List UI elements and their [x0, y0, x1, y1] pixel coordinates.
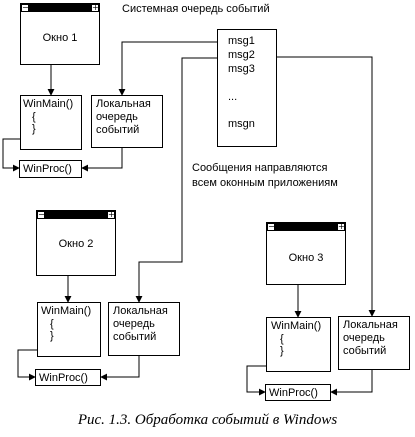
winmain-2-brace-close: } — [50, 330, 54, 342]
winproc-3-label: WinProc() — [269, 387, 318, 399]
arrow-winmain1-to-winproc1 — [2, 138, 20, 172]
arrow-msg2-to-localqueue2 — [135, 57, 217, 303]
winmain-1-brace-open: { — [32, 111, 36, 123]
window-1-titlebar — [21, 4, 99, 12]
local-queue-2-line-3: событий — [113, 331, 157, 343]
local-queue-3-line-3: событий — [343, 345, 387, 357]
maximize-icon: + — [337, 222, 345, 231]
local-queue-1-line-3: событий — [96, 124, 140, 136]
winmain-2-label: WinMain() — [41, 305, 92, 317]
arrow-msg3-to-localqueue3 — [277, 56, 376, 317]
arrow-localqueue2-to-winproc2 — [100, 356, 140, 381]
system-queue-title: Системная очередь событий — [122, 3, 270, 15]
winproc-1: WinProc() — [19, 160, 82, 178]
winmain-2-brace-open: { — [50, 318, 54, 330]
local-queue-2: Локальная очередь событий — [108, 302, 180, 356]
winmain-3-brace-close: } — [280, 345, 284, 357]
winproc-3: WinProc() — [265, 384, 331, 401]
queue-msg-3: msg3 — [228, 63, 255, 75]
minimize-icon: − — [267, 222, 275, 231]
local-queue-3-line-1: Локальная — [343, 319, 398, 331]
arrow-msg1-to-localqueue1 — [118, 41, 217, 96]
winmain-3-label: WinMain() — [271, 320, 322, 332]
minimize-icon: − — [21, 3, 29, 12]
window-1-label: Окно 1 — [42, 32, 78, 44]
queue-ellipsis: ... — [228, 91, 238, 103]
local-queue-1: Локальная очередь событий — [91, 95, 163, 148]
window-2-titlebar — [37, 211, 115, 219]
local-queue-3: Локальная очередь событий — [338, 316, 410, 370]
local-queue-2-line-2: очередь — [113, 318, 155, 330]
system-queue-box: msg1 msg2 msg3 ... msgn — [217, 29, 277, 147]
window-3: − + Окно 3 — [266, 222, 346, 285]
local-queue-1-line-2: очередь — [96, 111, 138, 123]
queue-msg-1: msg1 — [228, 35, 255, 47]
arrow-localqueue3-to-winproc3 — [330, 370, 373, 396]
winmain-1-label: WinMain() — [23, 98, 74, 110]
window-1: − + Окно 1 — [20, 3, 100, 65]
window-2-label: Окно 2 — [58, 238, 94, 250]
arrow-winmain3-to-winproc3 — [246, 365, 266, 396]
winmain-1-brace-close: } — [32, 123, 36, 135]
queue-msg-n: msgn — [228, 118, 255, 130]
note-line-1: Сообщения направляются — [192, 162, 328, 174]
winproc-2-label: WinProc() — [39, 372, 88, 384]
winmain-2: WinMain() { } — [37, 302, 101, 357]
window-3-label: Окно 3 — [288, 252, 324, 264]
note-line-2: всем оконным приложениям — [192, 177, 338, 189]
winmain-1: WinMain() { } — [20, 95, 82, 150]
window-2: − + Окно 2 — [36, 210, 116, 276]
figure-caption: Рис. 1.3. Обработка событий в Windows — [77, 412, 338, 428]
winproc-1-label: WinProc() — [23, 163, 72, 175]
local-queue-2-line-1: Локальная — [113, 305, 168, 317]
winproc-2: WinProc() — [35, 369, 101, 386]
arrow-winmain2-to-winproc2 — [17, 349, 37, 381]
local-queue-3-line-2: очередь — [343, 332, 385, 344]
arrow-localqueue1-to-winproc1 — [81, 148, 123, 172]
minimize-icon: − — [37, 210, 45, 219]
maximize-icon: + — [107, 210, 115, 219]
window-3-titlebar — [267, 223, 345, 231]
queue-msg-2: msg2 — [228, 49, 255, 61]
winmain-3-brace-open: { — [280, 333, 284, 345]
local-queue-1-line-1: Локальная — [96, 98, 151, 110]
maximize-icon: + — [91, 3, 99, 12]
winmain-3: WinMain() { } — [266, 317, 331, 372]
